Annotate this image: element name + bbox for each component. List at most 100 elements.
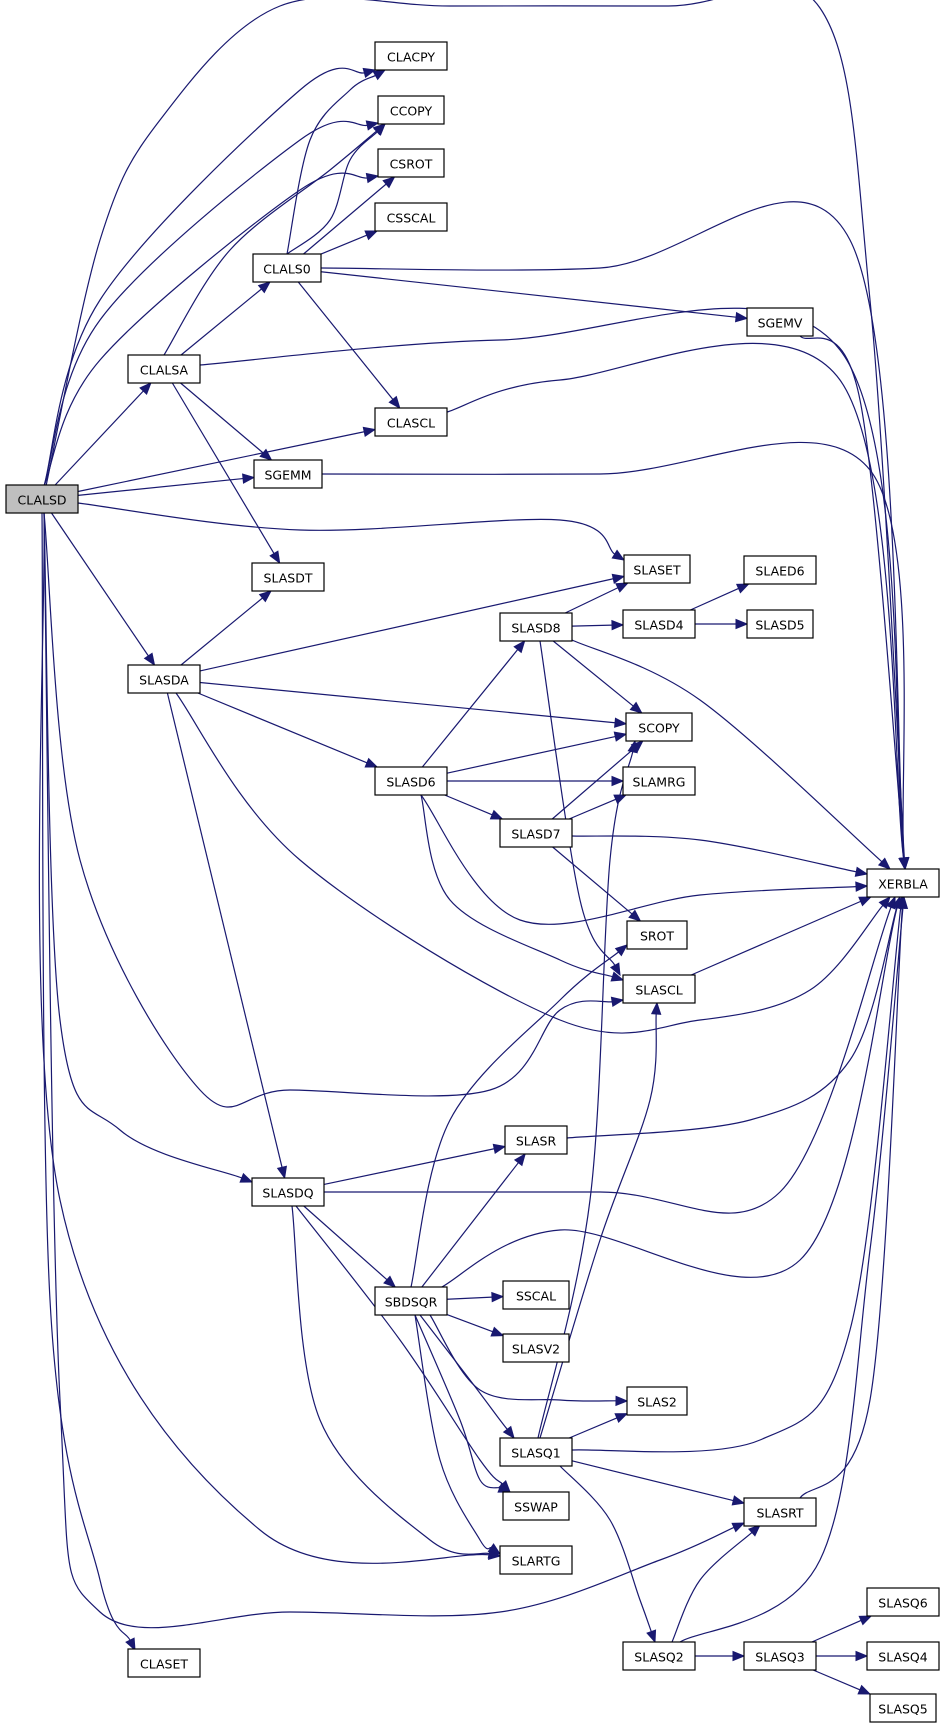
edge-clascl-to-xerbla (446, 342, 905, 859)
node-slasv2[interactable]: SLASV2 (502, 1333, 570, 1363)
arrowhead-slasd7-to-srot (628, 909, 642, 922)
node-slasd6[interactable]: SLASD6 (374, 766, 448, 796)
node-label: CLASET (140, 1657, 188, 1672)
edge-clalsd-to-slaset (77, 502, 616, 555)
node-box (251, 1177, 325, 1207)
node-slasdt[interactable]: SLASDT (251, 562, 325, 592)
edge-slasda-to-slaset (199, 578, 614, 672)
edge-slasq1-to-slas2 (568, 1417, 618, 1439)
edge-clals0-to-xerbla (320, 201, 905, 859)
node-sgemm[interactable]: SGEMM (253, 459, 323, 489)
edge-slasda-to-slasd6 (197, 692, 368, 764)
edge-slasd7-to-slamrg (568, 798, 616, 820)
arrowhead-slasd6-to-xerbla (855, 881, 869, 892)
edge-slasdq-to-sbdsqr (303, 1205, 388, 1281)
node-ccopy[interactable]: CCOPY (377, 95, 445, 125)
edge-slasd8-to-xerbla (571, 639, 883, 863)
node-claset[interactable]: CLASET (127, 1648, 201, 1678)
node-xerbla[interactable]: XERBLA (866, 868, 940, 898)
node-label: SLASD7 (511, 827, 560, 842)
node-clals0[interactable]: CLALS0 (252, 253, 322, 283)
arrowhead-slasdq-to-sbdsqr (383, 1275, 397, 1288)
edge-sbdsqr-to-slartg (414, 1314, 492, 1550)
node-slas2[interactable]: SLAS2 (626, 1386, 688, 1416)
node-clacpy[interactable]: CLACPY (374, 41, 448, 71)
node-slaed6[interactable]: SLAED6 (743, 555, 817, 585)
node-scopy[interactable]: SCOPY (625, 712, 693, 742)
arrowhead-clalsd-to-slasdq (239, 1172, 254, 1183)
arrowhead-slasda-to-slasdt (258, 590, 273, 603)
arrowhead-slasd8-to-xerbla (877, 857, 891, 870)
arrowhead-clals0-to-clacpy (372, 69, 387, 81)
node-box (377, 148, 445, 178)
arrowhead-clalsd-to-ccopy (365, 120, 380, 131)
edge-clalsd-to-clalsa (54, 390, 144, 486)
edge-clals0-to-ccopy (286, 131, 378, 255)
node-slasrt[interactable]: SLASRT (743, 1497, 817, 1527)
node-label: SGEMV (758, 316, 803, 331)
arrowhead-sgemm-to-xerbla (898, 857, 910, 871)
edge-slasd7-to-scopy (551, 747, 635, 820)
node-slasq5[interactable]: SLASQ5 (869, 1693, 937, 1723)
edge-slasdq-to-xerbla (323, 907, 892, 1214)
node-slasd7[interactable]: SLASD7 (499, 818, 573, 848)
node-slamrg[interactable]: SLAMRG (622, 766, 696, 796)
node-sswap[interactable]: SSWAP (502, 1491, 570, 1521)
arrowhead-clalsd-to-clacpy (362, 67, 377, 79)
edge-clalsd-to-slasdq (43, 512, 242, 1179)
arrowhead-clals0-to-sgemv (734, 311, 749, 323)
edge-sbdsqr-to-xerbla (439, 907, 898, 1289)
edge-clalsd-to-clacpy (43, 67, 365, 487)
edge-clals0-to-sgemv (320, 271, 737, 318)
arrowhead-sbdsqr-to-sscal (491, 1291, 505, 1303)
node-slasd4[interactable]: SLASD4 (622, 609, 696, 639)
edge-slasd8-to-scopy (552, 640, 634, 707)
edge-slasd6-to-slascl (420, 794, 613, 978)
edges-layer (38, 0, 910, 1695)
node-clalsd[interactable]: CLALSD (5, 484, 79, 514)
arrowhead-slasd6-to-slasd7 (489, 809, 504, 820)
node-slascl[interactable]: SLASCL (622, 974, 696, 1004)
edge-slasq1-to-slasq2 (559, 1465, 652, 1632)
edge-slasd6-to-slasd7 (444, 794, 493, 816)
edge-slasdq-to-slartg (291, 1205, 490, 1555)
node-box (374, 407, 448, 437)
node-slasq1[interactable]: SLASQ1 (499, 1437, 573, 1467)
node-clalsa[interactable]: CLALSA (127, 354, 201, 384)
node-slasdq[interactable]: SLASDQ (251, 1177, 325, 1207)
node-label: CLALSA (140, 363, 189, 378)
node-csrot[interactable]: CSROT (377, 148, 445, 178)
node-sscal[interactable]: SSCAL (502, 1280, 570, 1310)
node-box (502, 1280, 570, 1310)
arrowhead-clals0-to-csscal (364, 230, 379, 241)
node-slasq3[interactable]: SLASQ3 (743, 1641, 817, 1671)
edge-slasq3-to-slasq5 (812, 1669, 861, 1691)
edge-slasd6-to-slasd8 (421, 649, 519, 768)
node-slasda[interactable]: SLASDA (127, 664, 201, 694)
node-slasq4[interactable]: SLASQ4 (866, 1641, 940, 1671)
node-sbdsqr[interactable]: SBDSQR (374, 1286, 448, 1316)
node-slasd8[interactable]: SLASD8 (499, 612, 573, 642)
node-box (374, 766, 448, 796)
node-srot[interactable]: SROT (626, 920, 688, 950)
edge-clalsd-to-claset (41, 512, 131, 1641)
edge-slasd8-to-slaset (564, 587, 619, 614)
node-sgemv[interactable]: SGEMV (746, 307, 814, 337)
arrowhead-slasd7-to-xerbla (854, 866, 869, 877)
node-clascl[interactable]: CLASCL (374, 407, 448, 437)
edge-slasd4-to-slaed6 (690, 587, 739, 611)
node-label: SLASD6 (386, 775, 435, 790)
node-slasq2[interactable]: SLASQ2 (622, 1641, 696, 1671)
edge-slasd6-to-scopy (446, 735, 616, 774)
arrowhead-clalsd-to-sgemm (242, 473, 256, 484)
node-csscal[interactable]: CSSCAL (374, 202, 448, 232)
node-slasd5[interactable]: SLASD5 (746, 609, 814, 639)
node-slartg[interactable]: SLARTG (499, 1545, 573, 1575)
node-label: SLASRT (756, 1506, 803, 1521)
edge-clals0-to-clascl (297, 281, 394, 400)
arrowhead-slasd8-to-slasd4 (611, 619, 625, 631)
edge-slasq1-to-slascl (539, 1013, 657, 1439)
node-slasr[interactable]: SLASR (504, 1125, 568, 1155)
node-slaset[interactable]: SLASET (623, 554, 691, 584)
node-slasq6[interactable]: SLASQ6 (866, 1587, 940, 1617)
